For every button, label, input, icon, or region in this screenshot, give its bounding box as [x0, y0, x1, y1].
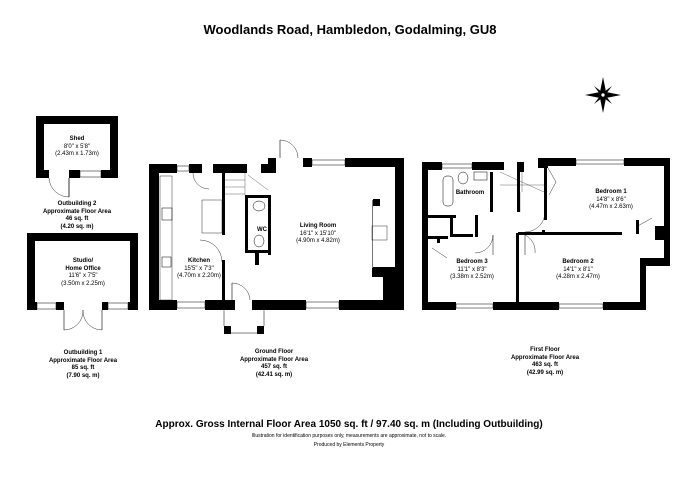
- room-dimensions-imperial: 14'8" x 8'6": [596, 196, 626, 203]
- room-name: Bedroom 1: [595, 189, 627, 195]
- room-name: Home Office: [65, 265, 101, 272]
- bedroom-2-label: Bedroom 2 14'1" x 8'1" (4.28m x 2.47m): [556, 259, 600, 282]
- bedroom-3-label: Bedroom 3 11'1" x 8'3" (3.38m x 2.52m): [450, 259, 494, 282]
- shed-walls: [36, 116, 118, 198]
- kitchen-label: Kitchen 15'5" x 7'3" (4.70m x 2.20m): [177, 258, 221, 281]
- room-name: Studio/: [72, 258, 94, 264]
- studio-walls: [27, 233, 138, 331]
- room-dimensions-metric: (4.90m x 4.82m): [296, 238, 340, 244]
- room-name: Living Room: [299, 223, 337, 229]
- ground-floor-walls: [149, 139, 404, 334]
- area-sqft: 46 sq. ft: [65, 216, 89, 222]
- wc-label: WC: [257, 227, 267, 233]
- compass-rose-icon: [585, 77, 621, 113]
- room-dimensions-metric: (3.50m x 2.25m): [61, 280, 105, 287]
- area-sqm: (42.41 sq. m): [255, 371, 293, 378]
- room-dimensions-imperial: 16'1" x 15'10": [299, 230, 337, 237]
- area-title: First Floor: [530, 347, 560, 353]
- outbuilding-2-area: Outbuilding 2 Approximate Floor Area 46 …: [43, 201, 111, 231]
- ground-floor-area: Ground Floor Approximate Floor Area 457 …: [240, 349, 308, 379]
- room-dimensions-imperial: 15'5" x 7'3": [184, 265, 214, 272]
- first-floor-area: First Floor Approximate Floor Area 463 s…: [511, 347, 579, 377]
- area-label: Approximate Floor Area: [510, 354, 580, 361]
- studio-label: Studio/ Home Office 11'6" x 7'5" (3.50m …: [61, 258, 105, 288]
- room-name: Shed: [69, 136, 85, 142]
- area-sqm: (4.20 sq. m): [60, 223, 94, 230]
- room-dimensions-metric: (4.28m x 2.47m): [556, 274, 600, 280]
- area-sqm: (42.99 sq. m): [526, 369, 564, 376]
- room-name: Bedroom 2: [562, 259, 594, 265]
- shed-label: Shed 8'0" x 5'8" (2.43m x 1.73m): [55, 136, 99, 159]
- disclaimer: Illustration for identification purposes…: [251, 433, 447, 439]
- room-dimensions-imperial: 14'1" x 8'1": [563, 266, 593, 273]
- area-label: Approximate Floor Area: [42, 208, 112, 215]
- gross-internal-area: Approx. Gross Internal Floor Area 1050 s…: [155, 419, 543, 430]
- bathroom-label: Bathroom: [455, 190, 485, 196]
- room-name: Bedroom 3: [456, 259, 488, 265]
- area-sqft: 85 sq. ft: [71, 365, 95, 371]
- producer-credit: Produced by Elements Property: [313, 442, 385, 448]
- area-sqm: (7.90 sq. m): [66, 372, 100, 379]
- room-dimensions-imperial: 11'1" x 8'3": [457, 266, 487, 273]
- area-sqft: 457 sq. ft: [260, 364, 287, 370]
- area-label: Approximate Floor Area: [48, 357, 118, 364]
- room-dimensions-metric: (2.43m x 1.73m): [55, 151, 99, 157]
- room-dimensions-imperial: 8'0" x 5'8": [63, 143, 91, 150]
- area-title: Ground Floor: [254, 349, 294, 355]
- area-sqft: 463 sq. ft: [531, 362, 558, 368]
- area-title: Outbuilding 1: [63, 350, 103, 356]
- living-room-label: Living Room 16'1" x 15'10" (4.90m x 4.82…: [296, 223, 340, 246]
- room-dimensions-metric: (3.38m x 2.52m): [450, 274, 494, 280]
- bedroom-1-label: Bedroom 1 14'8" x 8'6" (4.47m x 2.63m): [589, 189, 633, 212]
- page-title: Woodlands Road, Hambledon, Godalming, GU…: [203, 22, 497, 37]
- room-dimensions-metric: (4.70m x 2.20m): [177, 273, 221, 279]
- room-dimensions-metric: (4.47m x 2.63m): [589, 204, 633, 210]
- room-dimensions-imperial: 11'6" x 7'5": [68, 273, 98, 279]
- first-floor-walls: [422, 158, 670, 310]
- area-title: Outbuilding 2: [57, 201, 97, 207]
- area-label: Approximate Floor Area: [239, 356, 309, 363]
- outbuilding-1-area: Outbuilding 1 Approximate Floor Area 85 …: [49, 350, 117, 380]
- room-name: Kitchen: [187, 258, 210, 264]
